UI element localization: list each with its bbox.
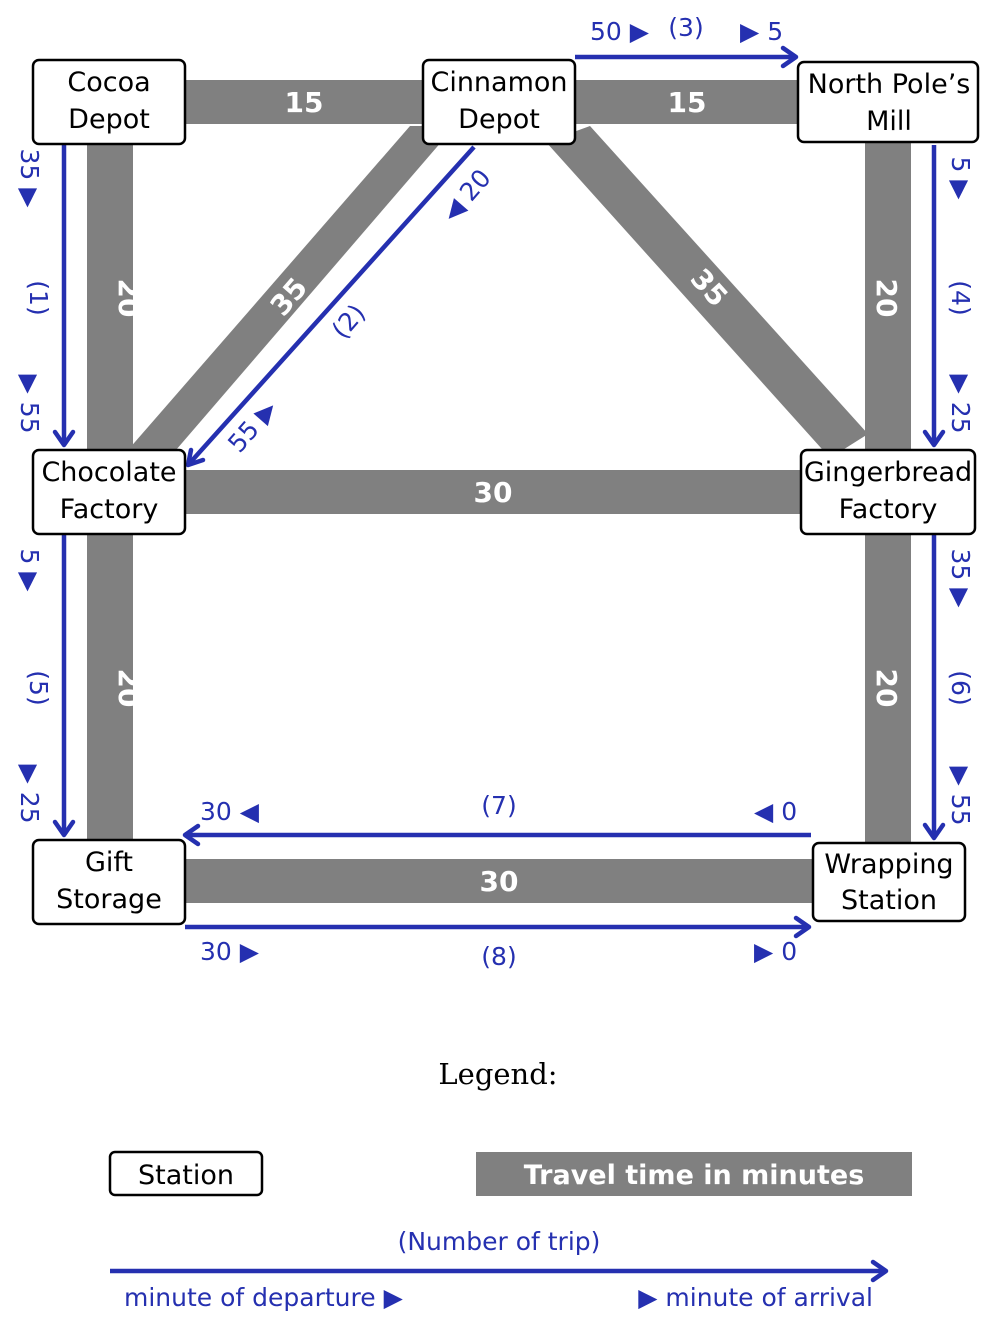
trip-4-depart: 5 ▶ xyxy=(946,156,975,200)
trip-1-depart: 35 ▶ xyxy=(15,149,44,209)
station-gingerbread-line1: Gingerbread xyxy=(804,457,972,488)
station-cocoa-line2: Depot xyxy=(68,104,150,135)
trip-6-number: (6) xyxy=(946,670,975,705)
svg-text:5 ▶: 5 ▶ xyxy=(946,156,975,200)
legend-trip-arrowhead xyxy=(870,1259,889,1283)
station-chocolate-factory: Chocolate Factory xyxy=(31,448,187,536)
trip-8-arrowhead xyxy=(793,915,812,939)
legend-title: Legend: xyxy=(438,1057,557,1091)
track-cinnamon-northpole xyxy=(572,80,802,124)
trip-1-number: (1) xyxy=(24,280,53,315)
trip-2-depart: ◀ 20 xyxy=(436,164,497,228)
station-wrapping-line1: Wrapping xyxy=(824,849,953,880)
trip-8-number: (8) xyxy=(481,942,516,971)
track-label-northpole-gingerbread: 20 xyxy=(870,279,903,318)
track-gift-wrapping xyxy=(180,859,815,903)
station-cinnamon-line2: Depot xyxy=(458,104,540,135)
station-cinnamon-depot: Cinnamon Depot xyxy=(421,58,577,146)
svg-text:▶ 55: ▶ 55 xyxy=(15,375,44,434)
track-cinnamon-gingerbread xyxy=(546,126,868,458)
trip-8-arrive: ▶ 0 xyxy=(754,937,797,966)
trip-6-depart: 35 ▶ xyxy=(946,549,975,609)
track-label-cinnamon-northpole: 15 xyxy=(668,86,707,119)
trip-3-number: (3) xyxy=(668,13,703,42)
svg-text:5 ▶: 5 ▶ xyxy=(15,548,44,592)
legend-trip-number-label: (Number of trip) xyxy=(398,1227,601,1256)
trip-3-arrive: ▶ 5 xyxy=(740,17,783,46)
trip-3-arrowhead xyxy=(780,45,799,69)
trip-2-arrowhead xyxy=(185,447,206,468)
trip-7-depart: ◀ 0 xyxy=(754,797,797,826)
legend-travel-time-label: Travel time in minutes xyxy=(524,1160,865,1191)
trip-arrows xyxy=(52,45,946,939)
legend-station-sample: Station xyxy=(108,1150,264,1197)
station-cocoa-line1: Cocoa xyxy=(67,67,150,98)
station-chocolate-line2: Factory xyxy=(60,494,159,525)
svg-text:▶ 25: ▶ 25 xyxy=(15,765,44,824)
station-gift-line2: Storage xyxy=(56,884,162,915)
svg-text:▶ 55: ▶ 55 xyxy=(946,767,975,826)
trip-6-arrive: ▶ 55 xyxy=(946,767,975,826)
trip-2-arrow xyxy=(186,145,476,467)
svg-text:55 ▶: 55 ▶ xyxy=(222,394,283,458)
station-cinnamon-line1: Cinnamon xyxy=(430,67,567,98)
station-north-poles-mill: North Pole’s Mill xyxy=(796,60,980,144)
station-wrapping-line2: Station xyxy=(841,885,937,916)
legend: Legend: Station Travel time in minutes (… xyxy=(108,1057,912,1312)
trip-3-depart: 50 ▶ xyxy=(590,17,650,46)
station-northpole-line1: North Pole’s xyxy=(808,69,971,100)
track-label-chocolate-gingerbread: 30 xyxy=(474,476,513,509)
track-chocolate-gingerbread xyxy=(180,470,805,514)
trip-5-number: (5) xyxy=(24,670,53,705)
track-cocoa-cinnamon xyxy=(180,80,430,124)
track-label-gift-wrapping: 30 xyxy=(480,865,519,898)
station-gingerbread-factory: Gingerbread Factory xyxy=(799,448,977,536)
track-chocolate-gift xyxy=(87,530,133,840)
trip-labels: 35 ▶ (1) ▶ 55 ◀ 20 (2) 55 ▶ 50 ▶ (3) ▶ 5… xyxy=(15,13,975,971)
trip-7-number: (7) xyxy=(481,791,516,820)
station-cocoa-depot: Cocoa Depot xyxy=(31,58,187,146)
trip-7-arrowhead xyxy=(182,823,201,847)
legend-arrival-label: ▶ minute of arrival xyxy=(638,1283,873,1312)
station-chocolate-line1: Chocolate xyxy=(41,457,176,488)
tracks xyxy=(87,80,911,903)
trip-2-arrive: 55 ▶ xyxy=(222,394,283,458)
station-gift-line1: Gift xyxy=(85,847,133,878)
trip-8-depart: 30 ▶ xyxy=(200,937,260,966)
station-gift-storage: Gift Storage xyxy=(31,838,187,926)
track-cinnamon-chocolate xyxy=(128,126,455,450)
svg-text:35 ▶: 35 ▶ xyxy=(946,549,975,609)
trip-1-arrive: ▶ 55 xyxy=(15,375,44,434)
trip-1-arrowhead xyxy=(52,429,76,448)
track-label-cocoa-chocolate: 20 xyxy=(112,279,145,318)
track-label-cocoa-cinnamon: 15 xyxy=(285,86,324,119)
legend-departure-label: minute of departure ▶ xyxy=(124,1283,404,1312)
trip-6-arrowhead xyxy=(922,822,946,841)
station-gingerbread-line2: Factory xyxy=(839,494,938,525)
trip-5-arrive: ▶ 25 xyxy=(15,765,44,824)
svg-text:35 ▶: 35 ▶ xyxy=(15,149,44,209)
svg-text:▶ 25: ▶ 25 xyxy=(946,375,975,434)
station-wrapping-station: Wrapping Station xyxy=(811,841,967,923)
trip-4-number: (4) xyxy=(946,280,975,315)
legend-track-sample: Travel time in minutes xyxy=(476,1152,912,1196)
trip-5-depart: 5 ▶ xyxy=(15,548,44,592)
track-label-chocolate-gift: 20 xyxy=(112,669,145,708)
trip-5-arrowhead xyxy=(52,819,76,838)
track-northpole-gingerbread xyxy=(865,140,911,455)
legend-station-label: Station xyxy=(138,1160,234,1191)
trip-4-arrowhead xyxy=(922,429,946,448)
svg-text:◀ 20: ◀ 20 xyxy=(436,164,497,228)
trip-4-arrive: ▶ 25 xyxy=(946,375,975,434)
track-label-gingerbread-wrapping: 20 xyxy=(870,669,903,708)
trip-7-arrive: 30 ◀ xyxy=(200,797,260,826)
track-cocoa-chocolate xyxy=(87,140,133,455)
stations: Cocoa Depot Cinnamon Depot North Pole’s … xyxy=(31,58,980,926)
track-gingerbread-wrapping xyxy=(865,530,911,850)
station-northpole-line2: Mill xyxy=(866,106,912,137)
